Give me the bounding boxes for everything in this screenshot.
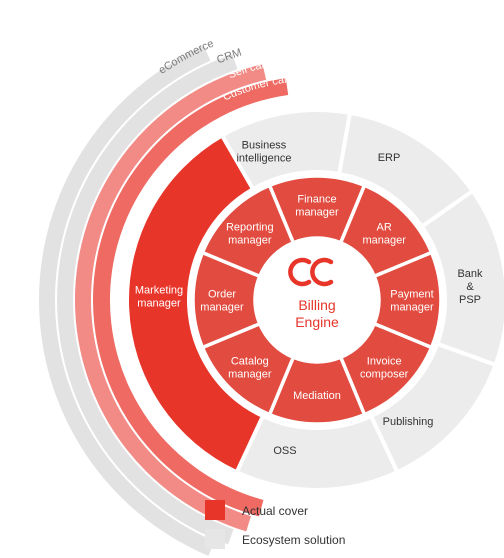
outer-label-oss: OSS: [273, 445, 296, 457]
billing-engine-hub: Billing Engine: [257, 240, 377, 360]
arc-band-crm: [57, 54, 238, 545]
core-label-payment-line: manager: [390, 302, 434, 314]
outer-label-erp-line: ERP: [378, 152, 401, 164]
core-label-order-line: manager: [200, 302, 244, 314]
arc-band-ecommerce: [38, 46, 215, 556]
cc-logo-icon: [288, 257, 334, 287]
hub-title-line1: Billing: [298, 297, 335, 313]
arc-band-customer-care: [92, 78, 289, 517]
legend-label-actual: Actual cover: [242, 504, 308, 518]
core-label-invoice-line: Invoice: [367, 356, 402, 368]
core-label-ar-line: manager: [362, 234, 406, 246]
core-label-finance-line: Finance: [297, 194, 336, 206]
core-label-mediation-line: Mediation: [293, 390, 341, 402]
core-label-ar-line: AR: [377, 221, 392, 233]
outer-label-marketing-line: manager: [137, 298, 181, 310]
core-label-payment-line: Payment: [390, 289, 433, 301]
arc-band-self-care: [74, 64, 267, 532]
outer-label-marketing-line: Marketing: [135, 285, 183, 297]
outer-label-publishing-line: Publishing: [383, 416, 434, 428]
outer-label-publishing: Publishing: [383, 416, 434, 428]
core-label-mediation: Mediation: [293, 390, 341, 402]
legend-swatch-ecosystem: [205, 529, 225, 549]
outer-segment-marketing: [125, 132, 266, 475]
outer-label-bank-line: Bank: [457, 268, 483, 280]
core-label-reporting-line: manager: [228, 234, 272, 246]
core-segment-reporting: [200, 183, 296, 279]
core-label-catalog-line: Catalog: [231, 356, 269, 368]
outer-label-bi-line: intelligence: [236, 153, 291, 165]
outer-segment-oss: [234, 413, 400, 492]
outer-label-oss-line: OSS: [273, 445, 296, 457]
legend-swatch-actual: [205, 500, 225, 520]
outer-label-bank: Bank&PSP: [457, 268, 483, 306]
outer-label-bank-line: PSP: [459, 294, 481, 306]
core-label-invoice-line: composer: [360, 369, 409, 381]
hub-title-line2: Engine: [295, 314, 339, 330]
outer-label-bank-line: &: [466, 281, 474, 293]
core-label-catalog-line: manager: [228, 369, 272, 381]
outer-label-erp: ERP: [378, 152, 401, 164]
core-label-order-line: Order: [208, 289, 236, 301]
core-label-finance-line: manager: [295, 207, 339, 219]
core-label-reporting-line: Reporting: [226, 221, 274, 233]
hub-circle: [257, 240, 377, 360]
outer-label-bi-line: Business: [242, 140, 287, 152]
legend: Actual cover Ecosystem solution: [205, 500, 345, 549]
legend-label-ecosystem: Ecosystem solution: [242, 533, 345, 547]
